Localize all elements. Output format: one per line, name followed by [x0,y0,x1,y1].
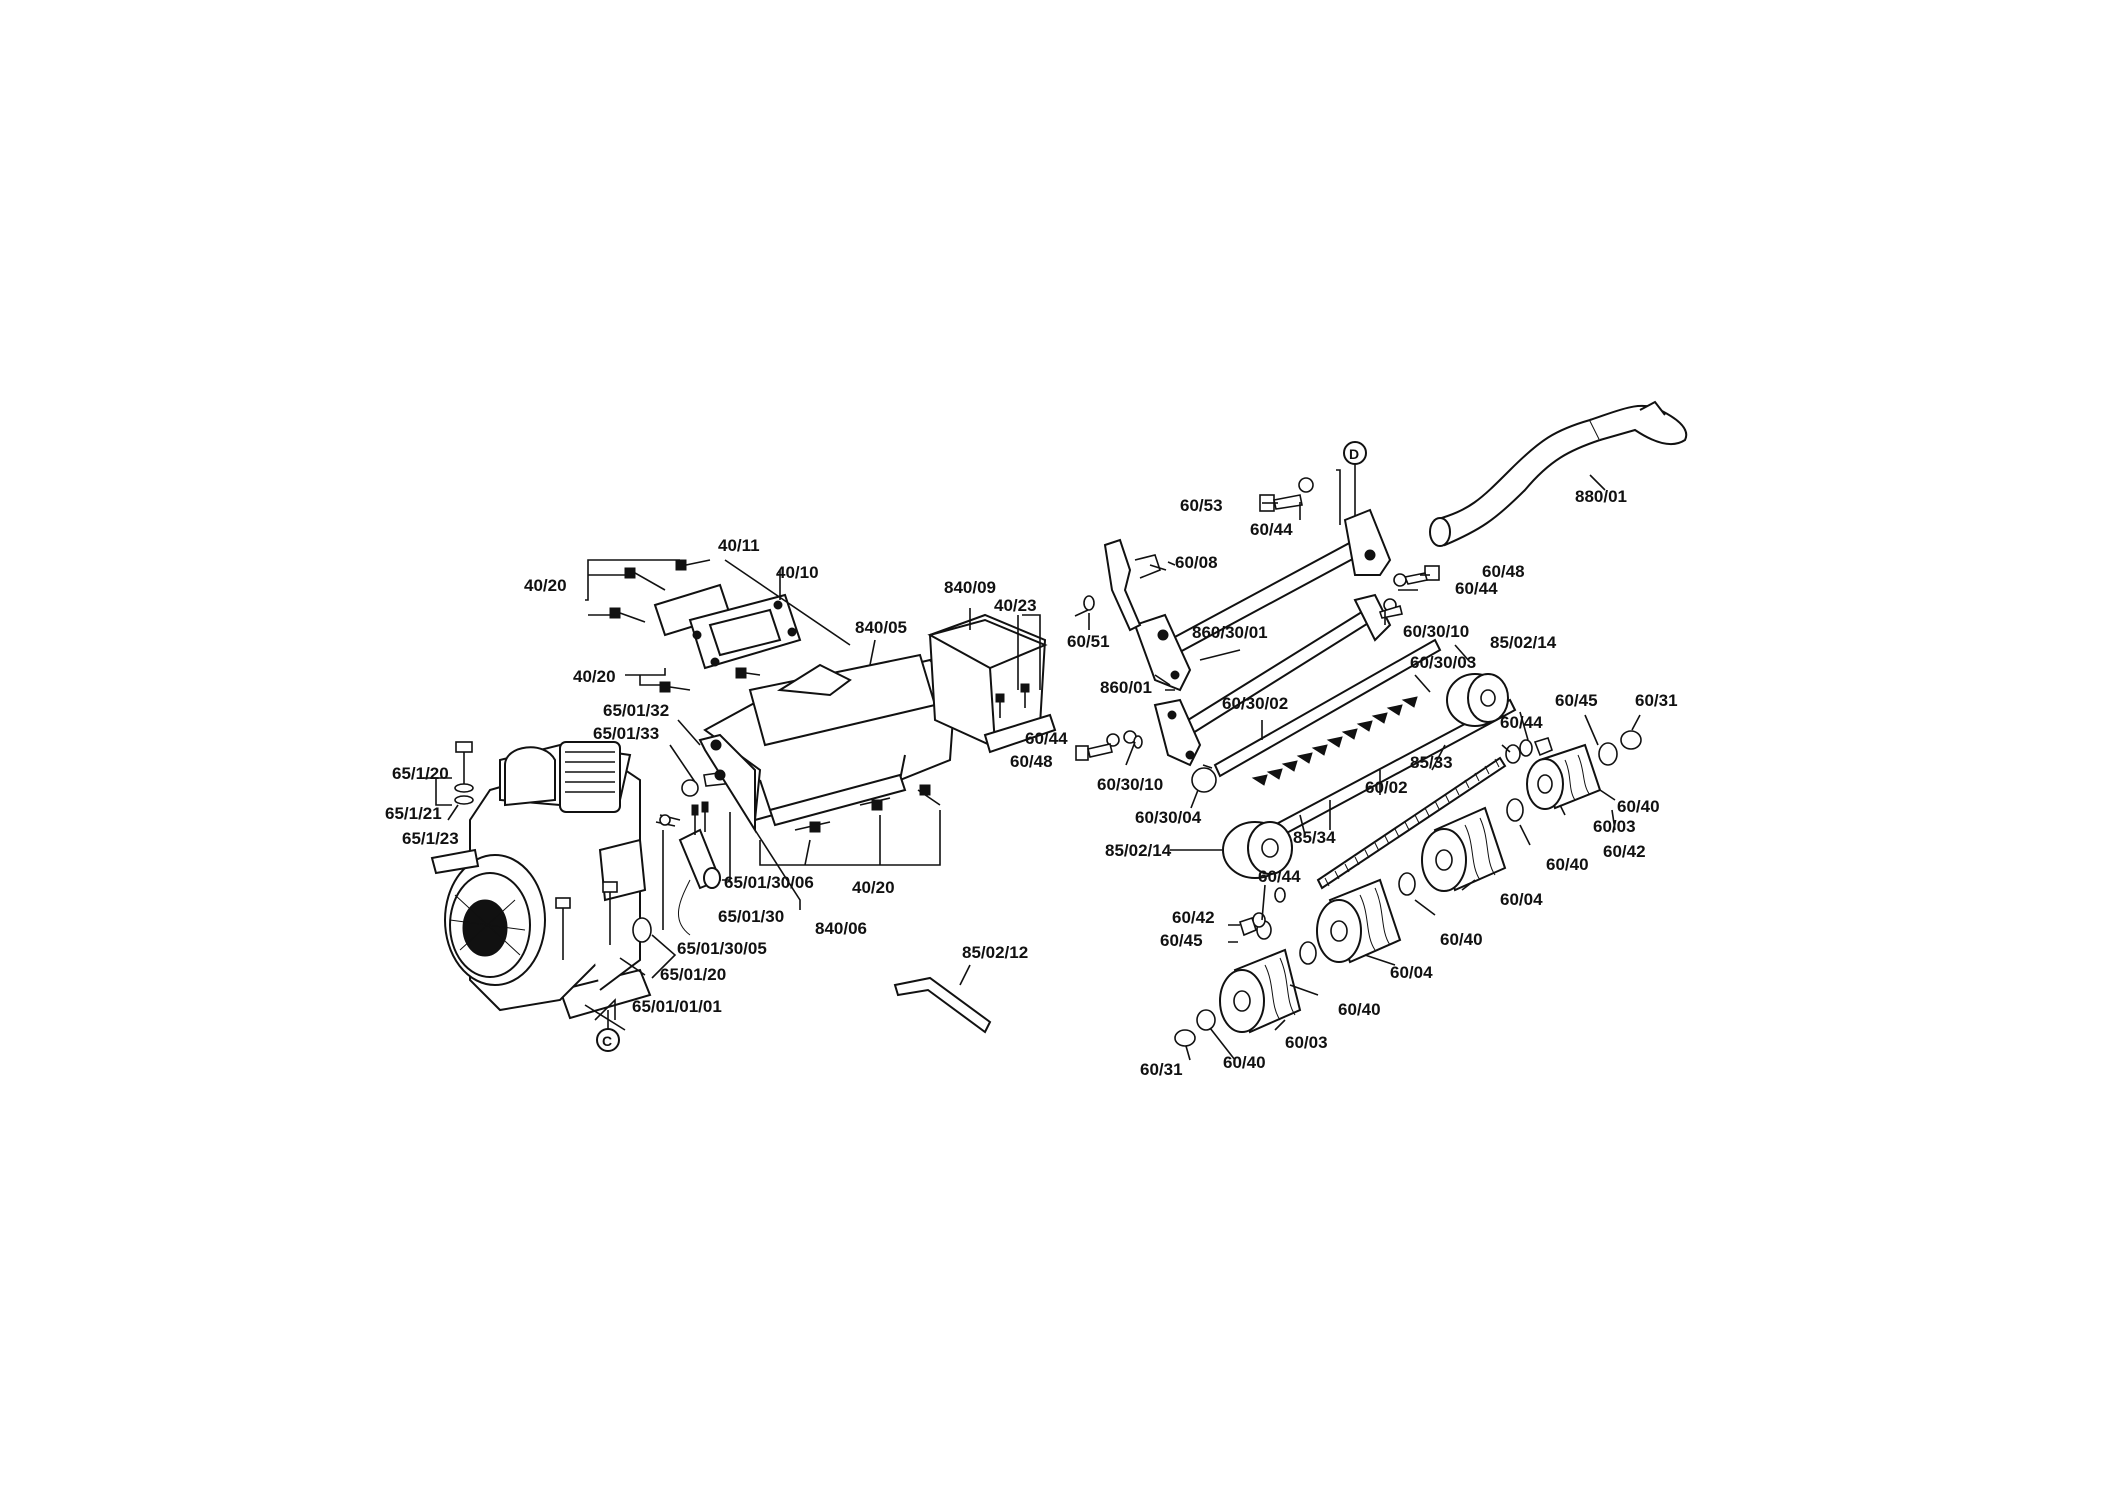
label-60-31-front: 60/31 [1140,1060,1183,1079]
label-60-40-front-a: 60/40 [1338,1000,1381,1019]
label-60-30-10-right: 60/30/10 [1403,622,1469,641]
marker-c-letter: C [602,1033,612,1049]
label-65-01-30: 65/01/30 [718,907,784,926]
label-60-40-mid: 60/40 [1440,930,1483,949]
roller-60-04-rear [1421,806,1507,892]
label-60-30-10-left: 60/30/10 [1097,775,1163,794]
label-60-40-rear-b: 60/40 [1546,855,1589,874]
frame-860-30-01 [1153,593,1392,767]
label-65-1-21: 65/1/21 [385,804,442,823]
label-840-05: 840/05 [855,618,907,637]
label-40-23: 40/23 [994,596,1037,615]
label-60-45-rear: 60/45 [1555,691,1598,710]
frame-860-01 [1083,508,1392,692]
washers-front-side [1174,798,1524,1047]
label-65-01-01-01: 65/01/01/01 [632,997,722,1016]
marker-c [596,1010,620,1052]
tine-shaft-60-30-02 [1191,638,1442,793]
bolts-40-20-upper [609,559,761,693]
rod-85-33 [1316,756,1507,890]
fasteners-right-frame [1378,565,1440,619]
label-65-1-20: 65/1/20 [392,764,449,783]
label-40-11: 40/11 [718,536,760,555]
label-65-01-30-05: 65/01/30/05 [677,939,767,958]
handle-880-01 [1429,400,1688,547]
label-60-08: 60/08 [1175,553,1218,572]
label-85-02-12: 85/02/12 [962,943,1028,962]
label-60-40-rear-a: 60/40 [1617,797,1660,816]
label-60-30-04: 60/30/04 [1135,808,1202,827]
label-60-44-rear: 60/44 [1500,713,1543,732]
label-60-44-front: 60/44 [1258,867,1301,886]
bracket-65-01-30 [655,801,722,890]
label-85-33: 85/33 [1410,753,1453,772]
roller-60-03-rear [1526,743,1602,810]
label-60-42-front: 60/42 [1172,908,1215,927]
label-840-06: 840/06 [815,919,867,938]
label-60-51: 60/51 [1067,632,1110,651]
label-60-53: 60/53 [1180,496,1223,515]
label-85-34: 85/34 [1293,828,1336,847]
label-60-30-03: 60/30/03 [1410,653,1476,672]
bolts-40-20-lower [794,784,941,833]
allen-key-85-02-12 [893,976,992,1034]
gasket-40-10 [688,593,802,670]
engine-assembly [430,741,691,1020]
label-60-48-left: 60/48 [1010,752,1053,771]
label-860-01: 860/01 [1100,678,1152,697]
label-60-44-right: 60/44 [1455,579,1498,598]
label-860-30-01: 860/30/01 [1192,623,1268,642]
wheel-85-02-14-rear [1446,673,1509,727]
label-40-10: 40/10 [776,563,819,582]
label-85-02-14-bottom: 85/02/14 [1105,841,1172,860]
label-60-44-left: 60/44 [1025,729,1068,748]
bolt-60-53 [1259,477,1314,512]
label-40-20-top: 40/20 [524,576,567,595]
bolt-65-1-20 [454,741,474,805]
label-65-01-33: 65/01/33 [593,724,659,743]
label-60-02: 60/02 [1365,778,1408,797]
tine-heads-60-30-03 [1251,696,1418,786]
label-65-01-20: 65/01/20 [660,965,726,984]
label-60-48-right: 60/48 [1482,562,1525,581]
label-65-01-30-06: 65/01/30/06 [724,873,814,892]
roller-60-03-front [1219,948,1302,1034]
label-60-30-02: 60/30/02 [1222,694,1288,713]
label-40-20-mid: 40/20 [573,667,616,686]
wheel-85-02-14-front [1222,821,1293,879]
label-60-45-front: 60/45 [1160,931,1203,950]
label-60-04-rear: 60/04 [1500,890,1543,909]
label-65-1-23: 65/1/23 [402,829,459,848]
marker-d [1343,441,1367,520]
marker-d-letter: D [1349,446,1359,462]
housing-840-05 [698,653,957,834]
washers-rear-side [1505,730,1642,766]
part-labels: 40/11 40/10 40/20 40/20 40/20 840/05 840… [385,446,1678,1079]
label-60-31-rear: 60/31 [1635,691,1678,710]
roller-60-04-front [1316,878,1402,964]
label-40-20-bottom: 40/20 [852,878,895,897]
fasteners-left-frame [1075,730,1143,761]
label-60-04-front: 60/04 [1390,963,1433,982]
label-60-40-front-b: 60/40 [1223,1053,1266,1072]
label-60-03-rear: 60/03 [1593,817,1636,836]
label-60-03-front: 60/03 [1285,1033,1328,1052]
label-840-09: 840/09 [944,578,996,597]
label-60-42-rear: 60/42 [1603,842,1646,861]
label-85-02-14-top: 85/02/14 [1490,633,1557,652]
label-880-01: 880/01 [1575,487,1627,506]
housing-840-09 [927,613,1057,754]
label-65-01-32: 65/01/32 [603,701,669,720]
label-60-44-top: 60/44 [1250,520,1293,539]
